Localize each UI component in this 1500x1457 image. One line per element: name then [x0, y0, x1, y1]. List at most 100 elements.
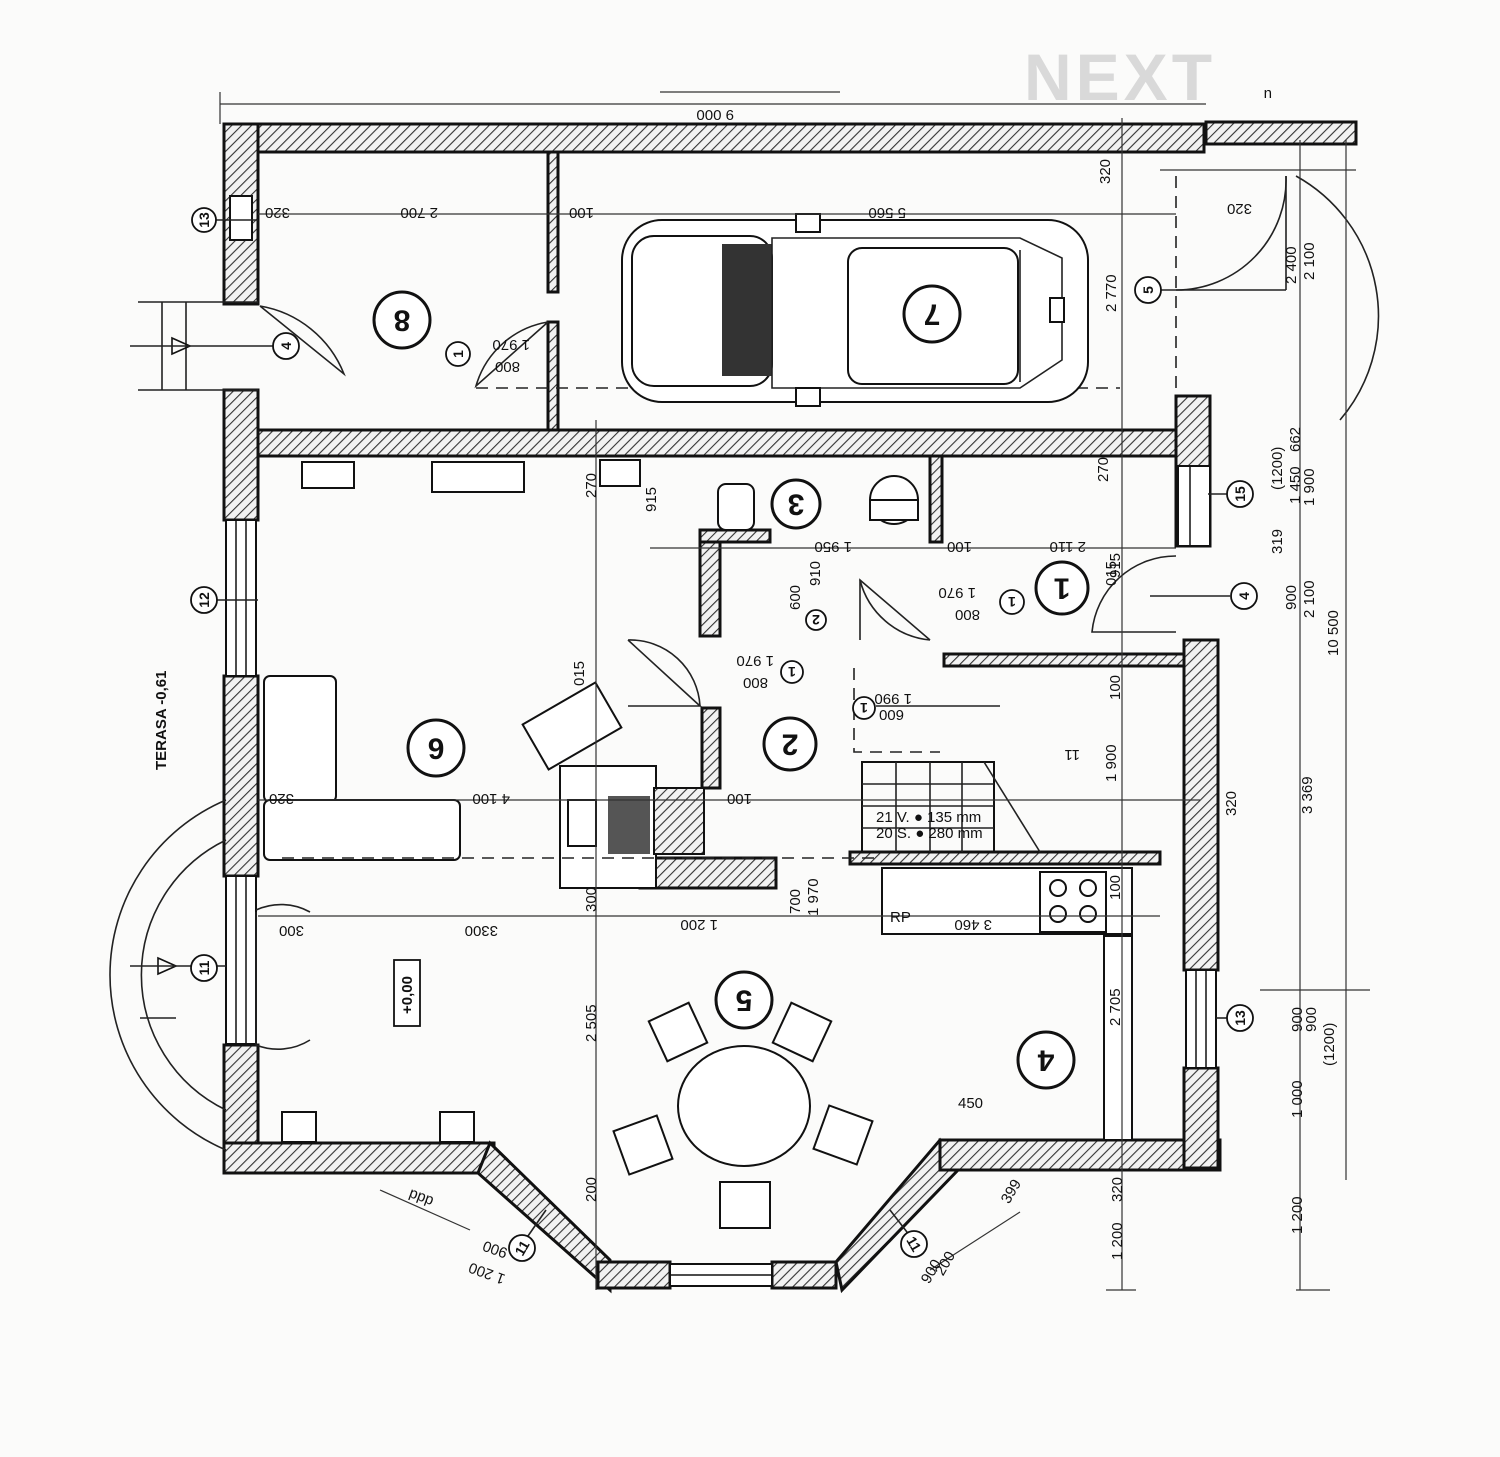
exterior-walls [222, 120, 1358, 1294]
svg-text:2 110: 2 110 [1050, 538, 1086, 555]
room-5: 5 [714, 970, 774, 1030]
svg-text:900: 900 [481, 1237, 510, 1262]
svg-text:300: 300 [279, 922, 304, 939]
svg-text:320: 320 [269, 790, 294, 807]
dimension-labels: 9 000 320 2 700 100 5 560 320 u 1 970 80… [265, 86, 1342, 1287]
svg-text:2 100: 2 100 [1301, 242, 1318, 280]
staircase [853, 668, 1041, 853]
car-icon [621, 213, 1089, 407]
window-tags: 13 4 1 5 12 15 4 11 13 1 11 11 1 1 [190, 207, 1286, 1262]
svg-text:100: 100 [569, 204, 594, 221]
watermark-logo: NEXT [1024, 40, 1216, 114]
wall-stair-top [942, 652, 1186, 668]
svg-text:1 000: 1 000 [1289, 1080, 1306, 1118]
svg-text:2 100: 2 100 [1301, 580, 1318, 618]
svg-text:RP: RP [890, 909, 911, 926]
room-3: 3 [770, 478, 822, 530]
svg-text:15: 15 [1232, 486, 1248, 502]
room-2: 2 [762, 716, 818, 772]
wall-fireplace-base [638, 856, 778, 890]
wall-wc-bottom [698, 528, 772, 544]
room-8: 8 [372, 290, 432, 350]
windows [225, 195, 1217, 1287]
svg-text:1 450: 1 450 [1287, 466, 1304, 504]
svg-text:1 200: 1 200 [1289, 1196, 1306, 1234]
svg-text:11: 11 [903, 1234, 924, 1255]
svg-text:5: 5 [1140, 286, 1156, 294]
svg-text:1: 1 [450, 350, 466, 358]
wall-left-lower [222, 674, 260, 878]
level-mark-box [393, 959, 421, 1027]
svg-text:3 369: 3 369 [1299, 776, 1316, 814]
svg-text:4: 4 [1236, 592, 1252, 600]
svg-text:1 970: 1 970 [492, 336, 530, 353]
svg-text:600: 600 [879, 706, 904, 723]
living-furniture [263, 459, 880, 1143]
svg-text:270: 270 [583, 473, 600, 498]
room-6: 6 [406, 718, 466, 778]
wall-bay-bottom-right [770, 1260, 838, 1290]
svg-text:1 990: 1 990 [874, 690, 912, 707]
kitchen-counter [881, 867, 1133, 1141]
svg-text:910: 910 [807, 561, 824, 586]
svg-text:3: 3 [788, 488, 805, 521]
svg-text:13: 13 [196, 212, 212, 228]
wall-right-bottom [1182, 1066, 1220, 1170]
svg-text:3300: 3300 [465, 922, 498, 939]
svg-text:100: 100 [1107, 675, 1124, 700]
svg-text:13: 13 [1232, 1010, 1248, 1026]
wall-bottom-right [938, 1138, 1222, 1172]
svg-text:100: 100 [1107, 875, 1124, 900]
wall-stair-bottom [848, 850, 1162, 866]
svg-text:4: 4 [278, 342, 294, 350]
svg-text:015: 015 [1103, 561, 1120, 586]
svg-text:320: 320 [1227, 200, 1252, 217]
svg-text:915: 915 [643, 487, 660, 512]
svg-text:1 970: 1 970 [736, 652, 774, 669]
side-entrance [130, 301, 346, 391]
svg-text:11: 11 [196, 960, 212, 975]
svg-text:2: 2 [782, 728, 799, 761]
svg-text:2 505: 2 505 [583, 1004, 600, 1042]
svg-text:2 700: 2 700 [400, 204, 438, 221]
svg-text:4: 4 [1037, 1044, 1054, 1077]
wc-fixtures [717, 475, 919, 531]
svg-text:700: 700 [787, 889, 804, 914]
svg-text:300: 300 [583, 887, 600, 912]
svg-text:9 000: 9 000 [696, 106, 734, 123]
room-1: 1 [1034, 560, 1090, 616]
svg-text:1 970: 1 970 [938, 584, 976, 601]
svg-text:5: 5 [736, 984, 753, 1017]
svg-text:800: 800 [743, 674, 768, 691]
svg-text:12: 12 [196, 592, 212, 608]
wall-right-lower [1182, 638, 1220, 972]
svg-text:1 200: 1 200 [1109, 1222, 1126, 1260]
svg-text:10 500: 10 500 [1325, 610, 1342, 656]
wall-bay-bottom-left [596, 1260, 672, 1290]
svg-text:2 770: 2 770 [1103, 274, 1120, 312]
room-4: 4 [1016, 1030, 1076, 1090]
svg-text:100: 100 [947, 538, 972, 555]
svg-text:1 950: 1 950 [814, 538, 852, 555]
svg-text:1: 1 [788, 664, 796, 680]
room-labels: 8 7 3 1 6 2 5 4 [372, 284, 1090, 1090]
wall-bay-left [476, 1140, 612, 1294]
svg-text:320: 320 [1109, 1177, 1126, 1202]
dimension-lines [219, 91, 1370, 1291]
wall-hall-left-upper [698, 540, 722, 638]
svg-text:320: 320 [265, 204, 290, 221]
svg-text:450: 450 [958, 1095, 983, 1112]
svg-text:915: 915 [1107, 553, 1124, 578]
wall-wc-right [928, 454, 944, 544]
svg-text:ddd: ddd [406, 1185, 435, 1210]
wall-top [222, 122, 1206, 154]
svg-text:(1200): (1200) [1269, 447, 1286, 490]
svg-text:662: 662 [1287, 427, 1304, 452]
svg-text:1 970: 1 970 [805, 878, 822, 916]
svg-text:20 S. ● 280 mm: 20 S. ● 280 mm [876, 825, 983, 842]
dining-table [612, 1001, 874, 1229]
svg-text:320: 320 [1223, 791, 1240, 816]
level-mark: +0,00 [399, 976, 416, 1014]
